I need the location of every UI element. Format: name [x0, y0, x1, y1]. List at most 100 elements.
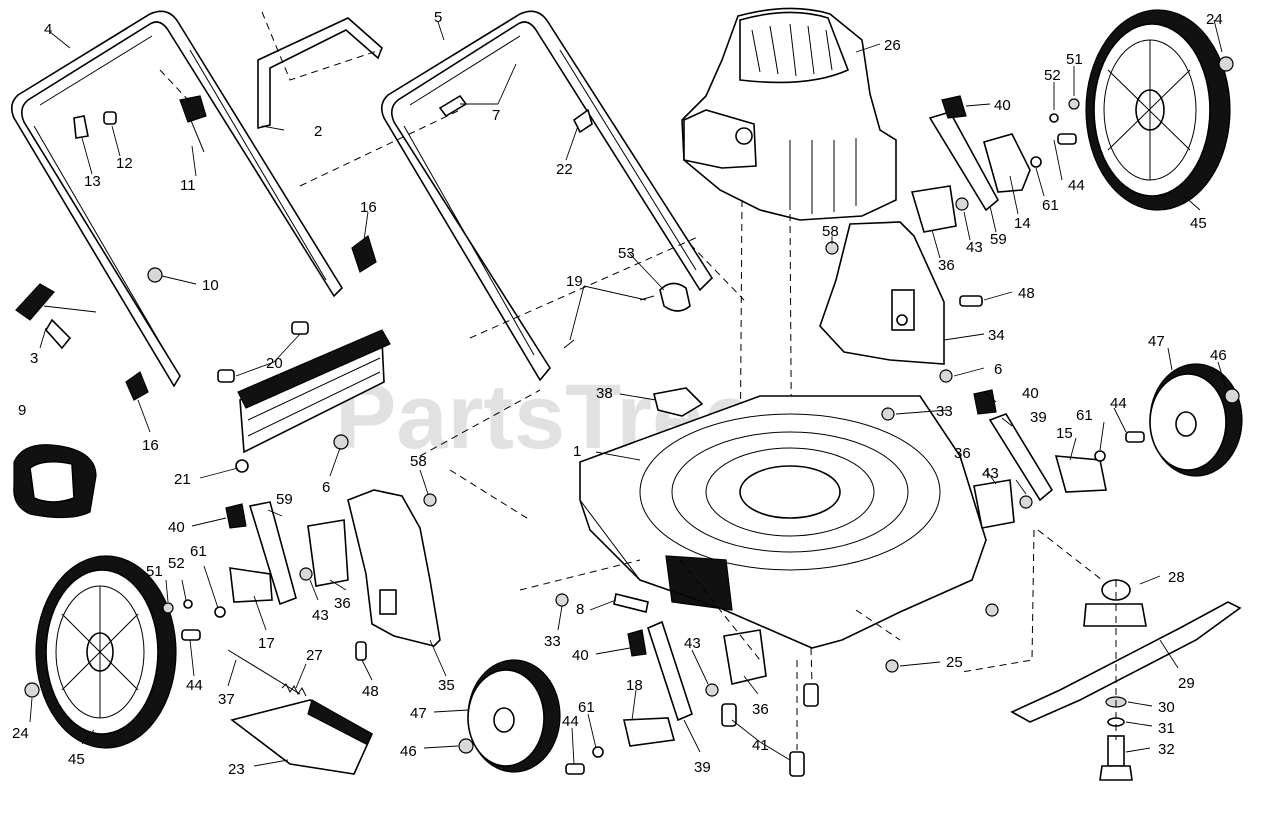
callout-33b: 33	[544, 633, 561, 650]
nut-46-left	[458, 738, 474, 754]
callout-36b: 36	[954, 445, 971, 462]
callout-35: 35	[438, 677, 455, 694]
callout-6a: 6	[322, 479, 330, 496]
rear-wheel-right	[1085, 9, 1231, 211]
callout-46b: 46	[400, 743, 417, 760]
callout-1: 1	[573, 443, 581, 460]
leader-lines	[29, 19, 1227, 767]
lever-39-left	[647, 620, 693, 722]
bolt-48-b	[355, 641, 367, 661]
grip-40-b	[973, 389, 997, 415]
nut-33-b	[555, 593, 569, 607]
callout-28: 28	[1168, 569, 1185, 586]
callout-32: 32	[1158, 741, 1175, 758]
callout-27: 27	[306, 647, 323, 664]
callout-38: 38	[596, 385, 613, 402]
callout-3: 3	[30, 350, 38, 367]
nut-10	[147, 267, 163, 283]
bracket-guide	[261, 11, 381, 81]
clip-19	[563, 295, 655, 349]
callout-51a: 51	[1066, 51, 1083, 68]
callout-43d: 43	[684, 635, 701, 652]
handle-bracket	[257, 17, 383, 130]
washer-51-b	[162, 602, 174, 614]
callout-61c: 61	[190, 543, 207, 560]
callout-22: 22	[556, 161, 573, 178]
nut-58-b	[423, 493, 437, 507]
knob-16-upper	[351, 235, 377, 273]
bolt-41	[721, 647, 819, 777]
callout-4: 4	[44, 21, 52, 38]
callout-30: 30	[1158, 699, 1175, 716]
callout-40b: 40	[1022, 385, 1039, 402]
washer-43-d	[705, 683, 719, 697]
callout-47b: 47	[410, 705, 427, 722]
callout-26: 26	[884, 37, 901, 54]
callout-41: 41	[752, 737, 769, 754]
lever-59-right	[928, 111, 1000, 212]
callout-40c: 40	[168, 519, 185, 536]
bushing-53	[659, 282, 691, 312]
hinge-rod-37	[227, 649, 301, 695]
washer-43-c	[299, 567, 313, 581]
callout-37: 37	[218, 691, 235, 708]
callout-24b: 24	[12, 725, 29, 742]
upper-handle	[10, 10, 344, 388]
callout-16b: 16	[142, 437, 159, 454]
callout-44b: 44	[1110, 395, 1127, 412]
mower-deck	[579, 395, 987, 649]
bolt-44-a	[1057, 133, 1077, 145]
callout-44c: 44	[186, 677, 203, 694]
spring-27	[281, 683, 307, 697]
callout-12: 12	[116, 155, 133, 172]
knob-16-lower	[125, 371, 149, 401]
nut-25-a	[985, 603, 999, 617]
blade-outline-guide	[961, 529, 1103, 673]
callout-59a: 59	[990, 231, 1007, 248]
callout-6b: 6	[994, 361, 1002, 378]
rear-wheel-left	[35, 555, 177, 749]
nut-6	[333, 434, 349, 450]
washer-61-b	[1094, 450, 1106, 462]
mulch-plug	[13, 444, 97, 519]
callout-23: 23	[228, 761, 245, 778]
pivot-pin-8	[613, 593, 649, 613]
callout-17: 17	[258, 635, 275, 652]
gear-plate-36-b	[973, 479, 1015, 529]
cable-clip-22	[572, 108, 593, 134]
nut-24-left	[24, 682, 40, 698]
callout-21: 21	[174, 471, 191, 488]
callout-34: 34	[988, 327, 1005, 344]
callout-52a: 52	[1044, 67, 1061, 84]
callout-24a: 24	[1206, 11, 1223, 28]
callout-45b: 45	[68, 751, 85, 768]
callout-8: 8	[576, 601, 584, 618]
engine	[681, 7, 897, 221]
axle-bracket-17	[229, 567, 273, 603]
nut-25-b	[885, 659, 899, 673]
callout-11: 11	[180, 177, 196, 194]
callout-19: 19	[566, 273, 583, 290]
callout-13: 13	[84, 173, 101, 190]
bolt-48-a	[959, 295, 983, 307]
washer-43-a	[955, 197, 969, 211]
callout-44a: 44	[1068, 177, 1085, 194]
callout-43c: 43	[312, 607, 329, 624]
callout-45a: 45	[1190, 215, 1207, 232]
callout-39a: 39	[1030, 409, 1047, 426]
callout-51b: 51	[146, 563, 163, 580]
callout-40a: 40	[994, 97, 1011, 114]
callout-53: 53	[618, 245, 635, 262]
gear-plate-36-d	[723, 629, 767, 685]
baffle-38	[653, 387, 704, 417]
cable-spring	[159, 69, 207, 153]
callout-10: 10	[202, 277, 219, 294]
callout-9: 9	[18, 402, 26, 419]
callout-47a: 47	[1148, 333, 1165, 350]
rear-deflector	[235, 329, 391, 473]
callout-48b: 48	[362, 683, 379, 700]
bolt-44-d	[565, 763, 585, 775]
callout-61b: 61	[1076, 407, 1093, 424]
